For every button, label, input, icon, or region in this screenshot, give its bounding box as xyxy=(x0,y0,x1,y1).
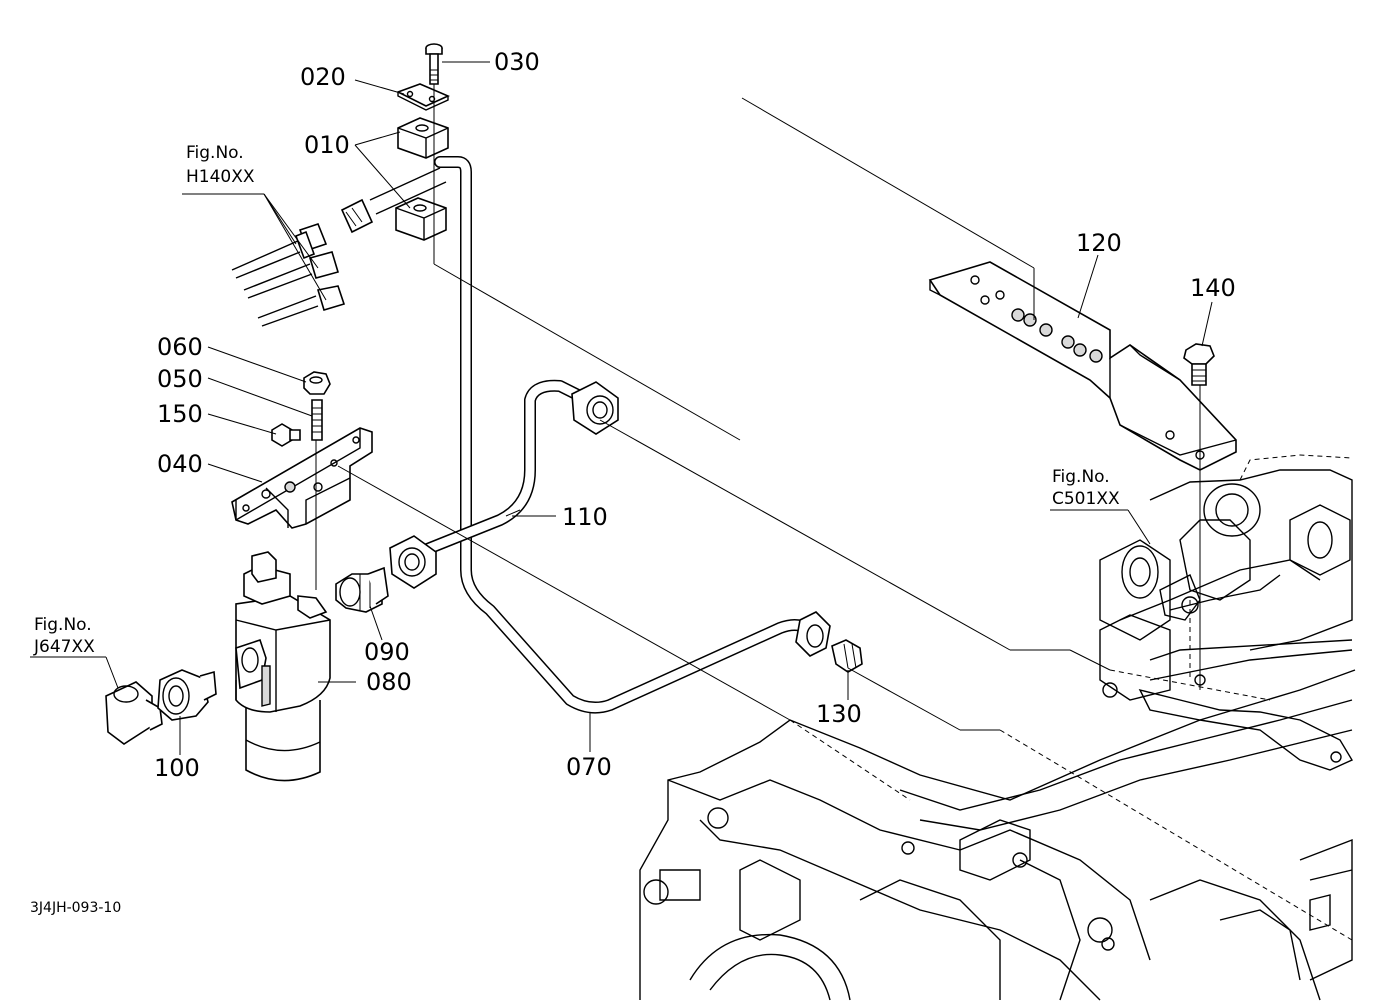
nut-060 xyxy=(303,371,331,395)
bracket-120 xyxy=(928,261,1237,471)
callout-130: 130 xyxy=(816,700,862,728)
callout-110: 110 xyxy=(562,503,608,531)
fig-ref-c501-number: C501XX xyxy=(1052,489,1120,509)
pipe-110 xyxy=(389,379,619,589)
bracket-040 xyxy=(231,427,373,529)
filter-080 xyxy=(235,551,331,782)
fig-ref-c501-label: Fig.No. xyxy=(1052,467,1110,487)
callout-labels: 010 020 030 040 050 060 070 080 090 100 … xyxy=(154,48,1236,782)
plate-020 xyxy=(395,83,450,111)
bolt-140 xyxy=(1183,343,1215,386)
assembly-lines xyxy=(315,84,1353,941)
transmission-housing xyxy=(639,669,1356,1001)
adapter-100 xyxy=(157,669,217,721)
control-valve-assembly xyxy=(1099,454,1354,771)
callout-080: 080 xyxy=(366,668,412,696)
diagram-code: 3J4JH-093-10 xyxy=(30,900,121,916)
callout-020: 020 xyxy=(300,63,346,91)
callout-070: 070 xyxy=(566,753,612,781)
fig-ref-j647-label: Fig.No. xyxy=(34,615,92,635)
fitting-090 xyxy=(335,566,389,613)
fitting-130 xyxy=(831,639,863,673)
callout-140: 140 xyxy=(1190,274,1236,302)
fig-ref-h140-number: H140XX xyxy=(186,167,255,187)
fig-ref-h140-label: Fig.No. xyxy=(186,143,244,163)
hose-bundle-h140 xyxy=(231,223,346,327)
callout-040: 040 xyxy=(157,450,203,478)
callout-060: 060 xyxy=(157,333,203,361)
callout-150: 150 xyxy=(157,400,203,428)
callout-100: 100 xyxy=(154,754,200,782)
clamp-010-upper xyxy=(397,117,449,159)
callout-010: 010 xyxy=(304,131,350,159)
leader-lines xyxy=(30,61,1213,755)
bolt-030 xyxy=(425,43,443,85)
callout-090: 090 xyxy=(364,638,410,666)
callout-030: 030 xyxy=(494,48,540,76)
callout-050: 050 xyxy=(157,365,203,393)
clamp-010-lower xyxy=(395,197,447,241)
figure-references: Fig.No. H140XX Fig.No. J647XX Fig.No. C5… xyxy=(33,143,1120,657)
pipe-070 xyxy=(434,156,831,714)
coupling-fitting xyxy=(340,167,447,234)
callout-120: 120 xyxy=(1076,229,1122,257)
stud-050 xyxy=(311,399,323,441)
elbow-fitting-j647 xyxy=(105,681,163,745)
fig-ref-j647-number: J647XX xyxy=(33,637,95,657)
bolt-150 xyxy=(271,423,301,447)
